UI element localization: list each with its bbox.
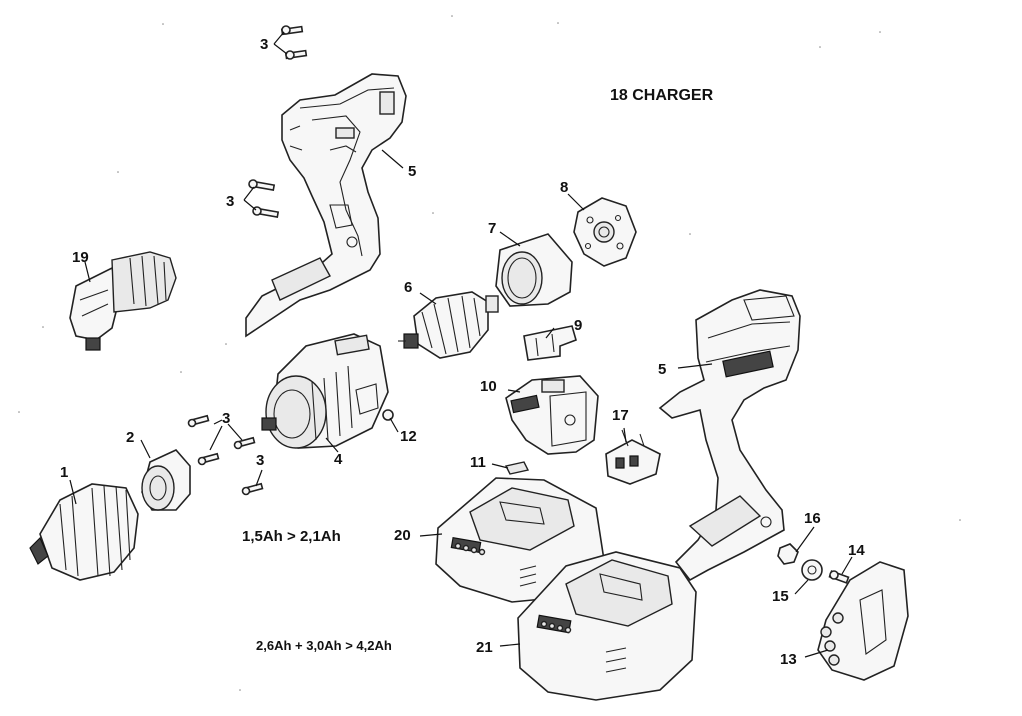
label-part-5-left: 5 (408, 163, 416, 180)
housing-half-left (245, 73, 407, 338)
label-part-14: 14 (848, 542, 865, 559)
drill-chuck (29, 483, 139, 581)
label-part-15: 15 (772, 588, 789, 605)
label-part-6: 6 (404, 279, 412, 296)
belt-clip (817, 561, 909, 681)
label-part-3-middle: 3 (226, 193, 234, 210)
label-part-9: 9 (574, 317, 582, 334)
switch-clip (523, 325, 577, 361)
label-part-17: 17 (612, 407, 629, 424)
label-part-13: 13 (780, 651, 797, 668)
screw-group-lower (187, 414, 264, 496)
label-part-7: 7 (488, 220, 496, 237)
hex-nut (777, 543, 799, 565)
label-part-3-lower-a: 3 (222, 410, 230, 427)
label-part-10: 10 (480, 378, 497, 395)
angle-attachment (69, 251, 177, 351)
gearbox (261, 333, 389, 449)
battery-connector (605, 429, 661, 485)
motor-magnet-ring (495, 233, 573, 307)
background-specks (18, 15, 961, 691)
part-number-labels: 3 5 3 19 8 7 6 9 10 5 17 3 12 2 11 4 3 1… (60, 36, 865, 668)
housing-half-right (658, 289, 801, 582)
label-part-19: 19 (72, 249, 89, 266)
screw-pair-top (273, 25, 308, 60)
label-part-1: 1 (60, 464, 68, 481)
label-part-5-right: 5 (658, 361, 666, 378)
motor-end-plate (573, 197, 637, 267)
label-part-3-top: 3 (260, 36, 268, 53)
label-part-8: 8 (560, 179, 568, 196)
label-part-11: 11 (470, 454, 486, 471)
label-part-12: 12 (400, 428, 417, 445)
battery-large-capacity-note: 2,6Ah + 3,0Ah > 4,2Ah (256, 638, 392, 653)
battery-small-capacity-note: 1,5Ah > 2,1Ah (242, 528, 341, 545)
charger-title: 18 CHARGER (610, 87, 714, 104)
label-part-2: 2 (126, 429, 134, 446)
leader-lines (69, 149, 853, 658)
label-part-21: 21 (476, 639, 493, 656)
label-part-16: 16 (804, 510, 821, 527)
label-part-4: 4 (334, 451, 343, 468)
washer (801, 559, 823, 581)
screw-pair-middle (243, 179, 280, 218)
label-part-20: 20 (394, 527, 411, 544)
label-part-3-lower-b: 3 (256, 452, 264, 469)
clutch-ring (141, 449, 191, 511)
motor-armature (398, 291, 499, 359)
clip-screw (828, 570, 850, 584)
small-pad (504, 461, 530, 475)
trigger-switch (505, 375, 599, 455)
battery-large (517, 551, 697, 701)
ball-bearing (382, 409, 394, 421)
